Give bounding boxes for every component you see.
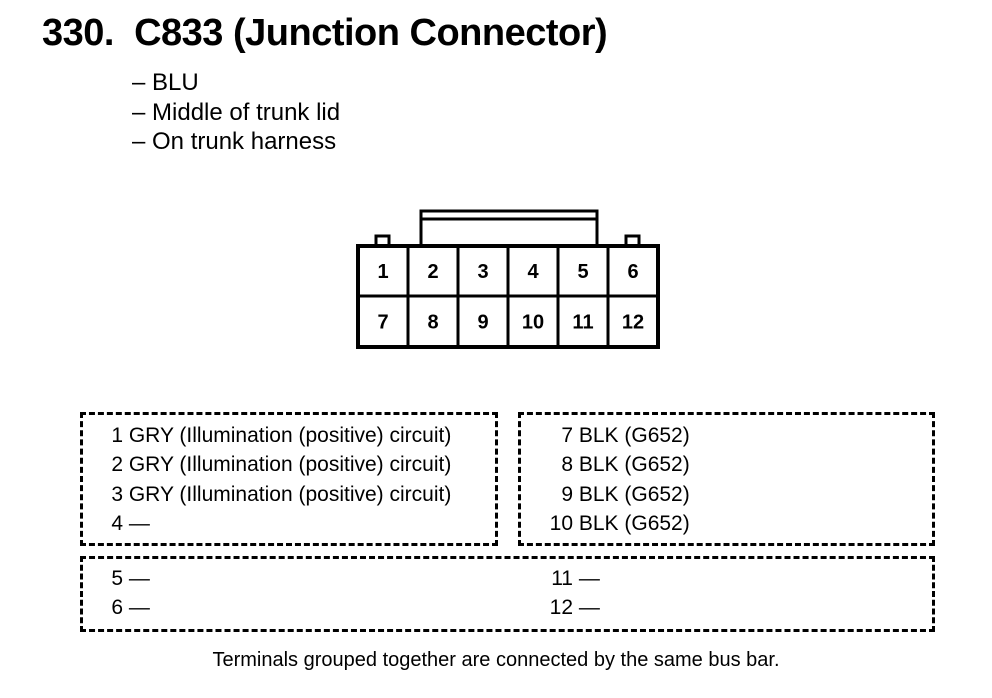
connector-pin-number: 7 [377, 312, 388, 334]
pin-row: 12 — [549, 596, 600, 619]
connector-harness: – On trunk harness [132, 128, 337, 155]
pin-row: 4 — [111, 512, 150, 535]
connector-pin-number: 1 [377, 261, 388, 283]
pin-row: 11 — [551, 567, 600, 590]
bus-bar-group-2: 7 BLK (G652) 8 BLK (G652) 9 BLK (G652) 1… [518, 412, 935, 546]
pin-row: 9 BLK (G652) [561, 483, 690, 506]
connector-color: – BLU [132, 69, 199, 96]
pin-row: 6 — [111, 596, 150, 619]
connector-pin-cell [606, 294, 660, 349]
connector-pin-number: 10 [522, 312, 544, 334]
connector-pin-number: 6 [627, 261, 638, 283]
pin-row: 2 GRY (Illumination (positive) circuit) [111, 453, 452, 476]
connector-pin-number: 4 [527, 261, 539, 283]
pin-row: 10 BLK (G652) [549, 512, 690, 535]
page-title: 330. C833 (Junction Connector) [42, 12, 608, 54]
pin-row: 8 BLK (G652) [561, 453, 690, 476]
connector-location: – Middle of trunk lid [132, 98, 341, 126]
footer-note: Terminals grouped together are connected… [212, 649, 780, 671]
pin-row: 1 GRY (Illumination (positive) circuit) [111, 424, 452, 447]
connector-pin-number: 8 [427, 312, 438, 334]
connector-latch [419, 209, 599, 248]
connector-pin-number: 2 [427, 261, 438, 283]
pin-row: 3 GRY (Illumination (positive) circuit) [111, 483, 452, 506]
connector-pin-number: 9 [477, 312, 488, 334]
pin-row: 5 — [111, 567, 150, 590]
bus-bar-group-3: 5 — 6 — 11 — 12 — [80, 556, 935, 632]
connector-pin-number: 12 [622, 312, 644, 334]
pin-row: 7 BLK (G652) [561, 424, 690, 447]
connector-pin-number: 3 [477, 261, 488, 283]
connector-pin-number: 5 [577, 261, 588, 283]
connector-pin-number: 11 [572, 312, 593, 334]
bus-bar-group-1: 1 GRY (Illumination (positive) circuit) … [80, 412, 498, 546]
connector-info: – BLU – Middle of trunk lid – On trunk h… [132, 68, 340, 157]
